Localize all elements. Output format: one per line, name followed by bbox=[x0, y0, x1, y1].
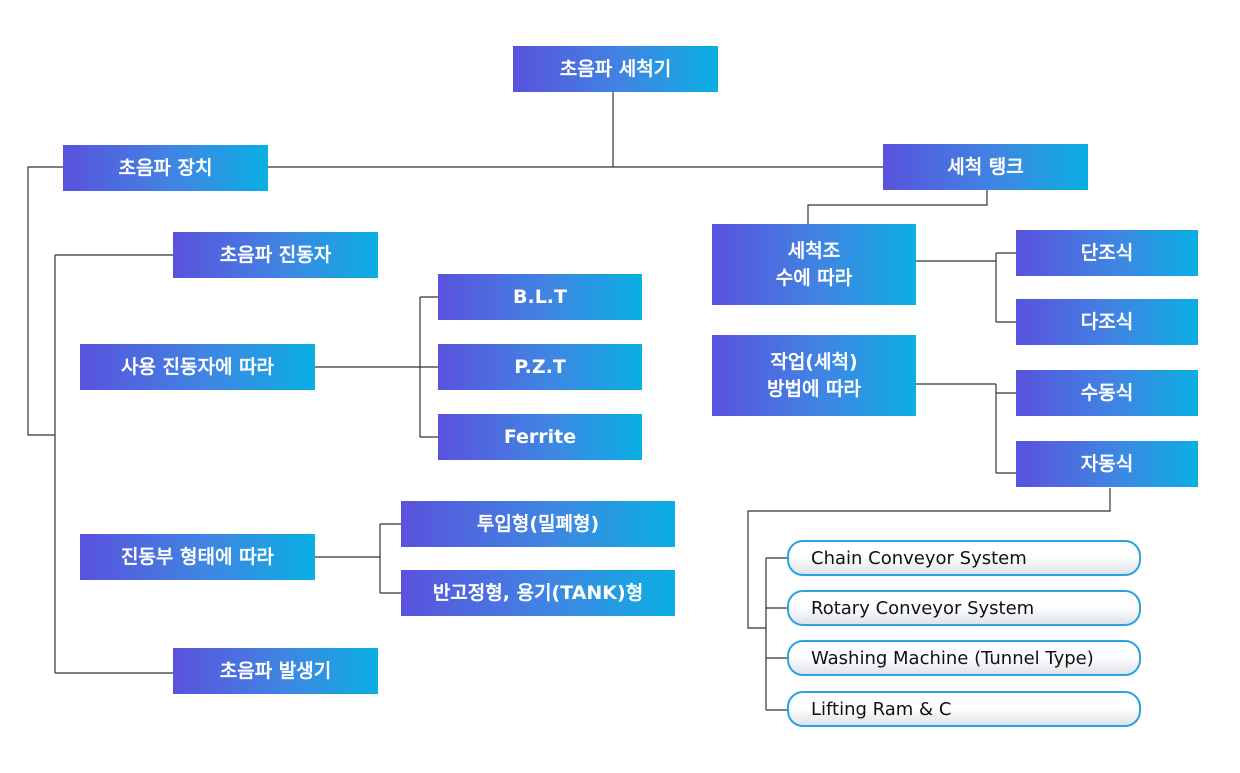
by-method-node: 작업(세척) 방법에 따라 bbox=[712, 335, 916, 416]
vibrator-type-blt: B.L.T bbox=[438, 274, 642, 320]
vibrator-type-pzt: P.Z.T bbox=[438, 344, 642, 390]
vibrator-type-ferrite: Ferrite bbox=[438, 414, 642, 460]
by-tank-count-node: 세척조 수에 따라 bbox=[712, 224, 916, 305]
ultrasonic-vibrator-node: 초음파 진동자 bbox=[173, 232, 378, 278]
by-vibrator-node: 사용 진동자에 따라 bbox=[80, 344, 315, 390]
tank-type-single: 단조식 bbox=[1016, 230, 1198, 276]
shape-type-immersion: 투입형(밀폐형) bbox=[401, 501, 675, 547]
tank-type-multi: 다조식 bbox=[1016, 299, 1198, 345]
method-type-manual: 수동식 bbox=[1016, 370, 1198, 416]
ultrasonic-generator-node: 초음파 발생기 bbox=[173, 648, 378, 694]
by-shape-node: 진동부 형태에 따라 bbox=[80, 534, 315, 580]
auto-system-washing-machine: Washing Machine (Tunnel Type) bbox=[787, 640, 1141, 676]
method-type-auto: 자동식 bbox=[1016, 441, 1198, 487]
auto-system-lifting-ram: Lifting Ram & C bbox=[787, 691, 1141, 727]
cleaning-tank-node: 세척 탱크 bbox=[883, 144, 1088, 190]
auto-system-rotary-conveyor: Rotary Conveyor System bbox=[787, 590, 1141, 626]
root-node: 초음파 세척기 bbox=[513, 46, 718, 92]
shape-type-tank: 반고정형, 용기(TANK)형 bbox=[401, 570, 675, 616]
ultrasonic-device-node: 초음파 장치 bbox=[63, 145, 268, 191]
auto-system-chain-conveyor: Chain Conveyor System bbox=[787, 540, 1141, 576]
